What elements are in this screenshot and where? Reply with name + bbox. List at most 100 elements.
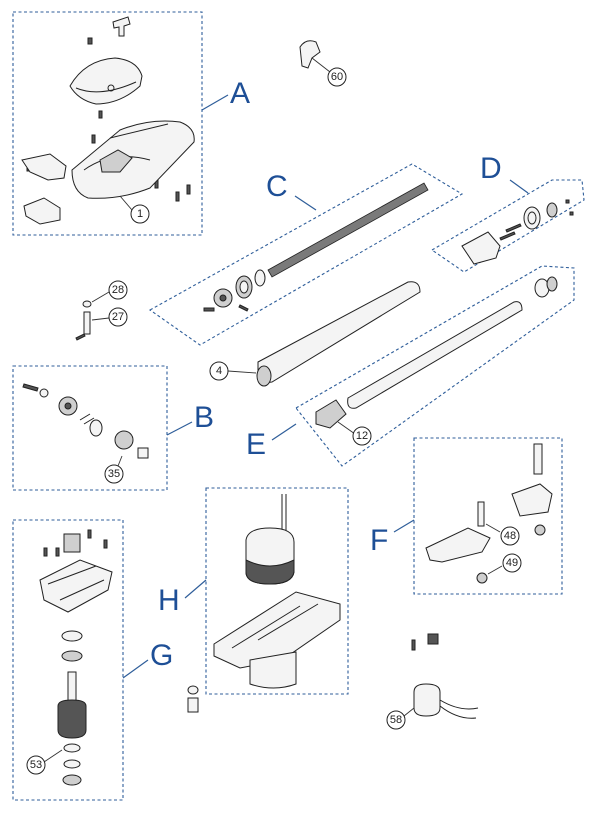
callout-27-circle bbox=[108, 307, 128, 327]
group-a-leader bbox=[201, 94, 229, 111]
c-washer-part bbox=[254, 269, 266, 287]
callout-28-leader bbox=[91, 291, 110, 303]
callout-58-label: 58 bbox=[390, 714, 402, 726]
group-d-leader bbox=[509, 179, 529, 194]
callout-48-label: 48 bbox=[504, 530, 516, 542]
callout-58-circle bbox=[386, 710, 406, 730]
b-pin-lines bbox=[79, 413, 95, 425]
callout-49-leader bbox=[487, 565, 503, 575]
g-gear-housing-part bbox=[39, 559, 113, 613]
callout-48-circle bbox=[500, 526, 520, 546]
group-f-leader bbox=[393, 519, 415, 533]
inner-tube-part bbox=[347, 301, 523, 409]
group-d-box bbox=[430, 179, 585, 273]
o-ring-28-part bbox=[82, 300, 92, 308]
part-27-28-group: 28 27 bbox=[75, 280, 128, 341]
f-bolt-48-part bbox=[477, 501, 485, 527]
callout-60-circle bbox=[327, 67, 347, 87]
left-bracket-upper-part bbox=[21, 153, 67, 181]
d-nut-part bbox=[461, 231, 501, 265]
lead-screw-part bbox=[267, 182, 429, 278]
part-58-group: 58 bbox=[386, 683, 479, 730]
g-ring-53-part bbox=[63, 743, 81, 753]
callout-27-label: 27 bbox=[112, 311, 124, 323]
callout-12-circle bbox=[352, 426, 372, 446]
g-screws bbox=[43, 529, 108, 557]
terminal-block-part bbox=[411, 633, 439, 651]
group-f: F 48 49 bbox=[370, 437, 563, 595]
d-screws bbox=[499, 199, 574, 241]
b-gear-hub bbox=[64, 402, 72, 410]
callout-1-label: 1 bbox=[137, 208, 143, 220]
release-key-part bbox=[299, 40, 321, 69]
callout-4-circle bbox=[209, 361, 229, 381]
motor-winding-band bbox=[245, 559, 295, 585]
callout-4-label: 4 bbox=[216, 365, 222, 377]
b-washer-part bbox=[39, 388, 49, 398]
group-e-letter: E bbox=[246, 428, 266, 461]
callout-58-leader bbox=[403, 707, 415, 717]
outer-tube-end bbox=[256, 365, 272, 387]
loose-bushing-part bbox=[187, 697, 199, 713]
group-f-letter: F bbox=[370, 524, 388, 557]
housing-slot bbox=[99, 149, 133, 173]
callout-12-label: 12 bbox=[356, 430, 368, 442]
callout-53-circle bbox=[26, 755, 46, 775]
part-60-group: 60 bbox=[299, 40, 347, 87]
callout-28-circle bbox=[108, 280, 128, 300]
callout-35-leader bbox=[117, 455, 123, 467]
group-c-box bbox=[148, 163, 464, 346]
lever-key-part bbox=[112, 16, 131, 37]
callout-4-leader bbox=[227, 370, 257, 374]
b-cap-35-part bbox=[137, 447, 149, 459]
g-end-bearing-part bbox=[62, 774, 82, 786]
group-c: C bbox=[148, 163, 464, 346]
c-pins bbox=[203, 304, 249, 312]
g-housing-lines bbox=[47, 565, 105, 601]
callout-49-label: 49 bbox=[506, 557, 518, 569]
outer-tube-part bbox=[257, 281, 421, 383]
base-cylinder-part bbox=[249, 651, 297, 689]
motor-base-housing-part bbox=[213, 591, 341, 669]
callout-35-circle bbox=[104, 464, 124, 484]
base-housing-lines bbox=[231, 603, 319, 649]
f-bracket-upper-part bbox=[511, 483, 553, 517]
g-bearing-upper-part bbox=[61, 630, 83, 642]
callout-49-circle bbox=[502, 553, 522, 573]
b-screw-part bbox=[22, 383, 39, 392]
b-worm-gear-part bbox=[114, 430, 134, 450]
cover-hole bbox=[107, 84, 115, 92]
f-nut-49-part bbox=[476, 572, 488, 584]
f-long-bolt-part bbox=[533, 443, 543, 475]
group-c-letter: C bbox=[266, 170, 288, 203]
group-g-letter: G bbox=[150, 639, 173, 672]
cover-edge-line bbox=[75, 81, 137, 93]
c-gear-hub bbox=[219, 294, 227, 302]
g-worm-part bbox=[57, 699, 87, 739]
group-a-letter: A bbox=[230, 77, 250, 110]
group-e: E 12 bbox=[246, 265, 575, 467]
group-c-leader bbox=[294, 195, 317, 211]
motor-top-cover-part bbox=[69, 57, 143, 105]
left-bracket-lower-part bbox=[23, 197, 61, 225]
group-h: H bbox=[158, 487, 349, 695]
pin-27-tip bbox=[75, 333, 86, 341]
group-g-leader bbox=[122, 659, 149, 679]
group-b-leader bbox=[166, 421, 193, 436]
group-f-box bbox=[413, 437, 563, 595]
g-washer-part bbox=[63, 759, 81, 769]
pin-27-part bbox=[83, 311, 91, 335]
callout-27-leader bbox=[91, 317, 110, 321]
callout-48-leader bbox=[485, 523, 501, 533]
part-4-group: 4 bbox=[209, 281, 421, 387]
fork-12-part bbox=[315, 399, 347, 429]
group-a: A 1 bbox=[12, 11, 250, 236]
capacitor-wires bbox=[439, 699, 479, 719]
g-bearing-lower-part bbox=[61, 650, 83, 662]
e-seal-part bbox=[546, 276, 558, 292]
group-e-leader bbox=[271, 423, 297, 441]
group-d-letter: D bbox=[480, 152, 502, 185]
capacitor-part bbox=[413, 683, 441, 717]
motor-housing-part bbox=[71, 120, 195, 199]
group-h-letter: H bbox=[158, 584, 180, 617]
